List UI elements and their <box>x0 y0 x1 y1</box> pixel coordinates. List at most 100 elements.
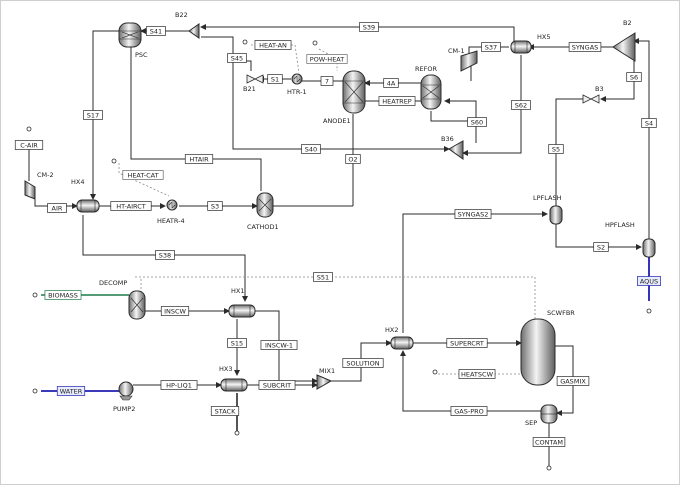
cm2-block[interactable]: CM-2 <box>24 171 54 200</box>
hx1-block[interactable]: HX1 <box>228 287 256 318</box>
stream-label-inscw1: INSCW-1 <box>265 341 293 349</box>
stream-tag-s39[interactable]: S39 <box>359 22 379 32</box>
stream-tag-subcrit[interactable]: SUBCRIT <box>258 380 296 390</box>
stream-tag-s7[interactable]: 7 <box>320 76 334 86</box>
hpflash-block[interactable]: HPFLASH <box>605 221 656 258</box>
refor-label: REFOR <box>415 65 437 73</box>
cathod1-block[interactable]: CATHOD1 <box>247 192 279 231</box>
stream-tag-s4a[interactable]: 4A <box>383 78 399 88</box>
stream-tag-htairct[interactable]: HT-AIRCT <box>110 201 152 211</box>
stream-tag-powheat[interactable]: POW-HEAT <box>306 54 348 64</box>
hx4-label: HX4 <box>71 178 84 186</box>
htr1-label: HTR-1 <box>287 88 307 96</box>
b2-block[interactable]: B2 <box>612 19 636 62</box>
stream-tag-s17[interactable]: S17 <box>83 110 103 120</box>
stream-label-heatscw: HEATSCW <box>461 370 494 378</box>
mix1-block[interactable]: MIX1 <box>316 367 335 390</box>
stream-label-s2: S2 <box>597 243 605 251</box>
stream-tag-heatcat[interactable]: HEAT-CAT <box>122 170 164 180</box>
stream-label-contam: CONTAM <box>535 438 563 446</box>
lpflash-block[interactable]: LPFLASH <box>533 194 563 225</box>
stream-tag-s45[interactable]: S45 <box>227 53 247 63</box>
stream-tag-s37[interactable]: S37 <box>481 42 501 52</box>
stream-tag-s2[interactable]: S2 <box>593 242 609 252</box>
cm1-block[interactable]: CM-1 <box>448 47 478 72</box>
heatr4-block[interactable]: HEATR-4 <box>157 199 185 225</box>
stream-label-s5: S5 <box>552 145 560 153</box>
b3-block[interactable]: B3 <box>582 85 604 104</box>
stream-tag-s40[interactable]: S40 <box>301 144 321 154</box>
hx3-block[interactable]: HX3 <box>219 365 248 392</box>
sep-block[interactable]: SEP <box>525 404 558 427</box>
stream-tag-inscw[interactable]: INSCW <box>160 306 190 316</box>
stream-tag-s51[interactable]: S51 <box>313 272 333 282</box>
stream-label-o2: O2 <box>348 155 357 163</box>
stream-label-heatan: HEAT-AN <box>259 41 287 49</box>
stream-tag-s15[interactable]: S15 <box>227 338 247 348</box>
stream-tag-s38[interactable]: S38 <box>155 250 175 260</box>
stream-label-syngas: SYNGAS <box>572 43 599 51</box>
stream-tag-s6[interactable]: S6 <box>626 72 642 82</box>
stream-tag-hpliq1[interactable]: HP-LIQ1 <box>160 380 198 390</box>
pump2-block[interactable]: PUMP2 <box>113 381 135 413</box>
stream-tag-solution[interactable]: SOLUTION <box>342 358 384 368</box>
stream-tag-heatan[interactable]: HEAT-AN <box>254 40 292 50</box>
stream-tag-syngas[interactable]: SYNGAS <box>568 42 602 52</box>
stream-tag-s60[interactable]: S60 <box>467 117 487 127</box>
stream-tag-water[interactable]: WATER <box>56 386 86 396</box>
anode1-block[interactable]: ANODE1 <box>323 70 366 125</box>
b36-block[interactable]: B36 <box>441 135 464 160</box>
stream-tag-gasmix[interactable]: GASMIX <box>556 376 590 386</box>
stream-label-stack: STACK <box>215 407 236 415</box>
stream-tag-aqus[interactable]: AQUS <box>637 276 661 286</box>
stream-label-s39: S39 <box>363 23 375 31</box>
stream-tag-htair[interactable]: HTAIR <box>184 154 214 164</box>
refor-block[interactable]: REFOR <box>415 65 442 110</box>
stream-tag-stack[interactable]: STACK <box>210 406 240 416</box>
stream-label-htairct: HT-AIRCT <box>116 202 146 210</box>
decomp-block[interactable]: DECOMP <box>99 279 146 320</box>
stream-tag-o2[interactable]: O2 <box>345 154 361 164</box>
stream-label-s3: S3 <box>211 202 219 210</box>
hx4-block[interactable]: HX4 <box>71 178 100 213</box>
stream-tag-air[interactable]: AIR <box>47 203 67 213</box>
stream-label-s38: S38 <box>159 251 171 259</box>
b22-block[interactable]: B22 <box>175 11 200 39</box>
stream-tag-s3[interactable]: S3 <box>207 201 223 211</box>
hx5-block[interactable]: HX5 <box>510 33 550 54</box>
stream-label-powheat: POW-HEAT <box>310 55 344 63</box>
stream-label-biomass: BIOMASS <box>48 291 78 299</box>
stream-tag-contam[interactable]: CONTAM <box>532 437 566 447</box>
hx3-label: HX3 <box>219 365 232 373</box>
stream-tag-s5[interactable]: S5 <box>548 144 564 154</box>
stream-tag-biomass[interactable]: BIOMASS <box>44 290 82 300</box>
stream-tag-syngas2[interactable]: SYNGAS2 <box>454 209 492 219</box>
stream-tag-inscw1[interactable]: INSCW-1 <box>260 340 298 350</box>
stream-label-syngas2: SYNGAS2 <box>458 210 489 218</box>
pump2-label: PUMP2 <box>113 405 135 413</box>
stream-tag-gaspro[interactable]: GAS-PRO <box>450 406 488 416</box>
scwfbr-block[interactable]: SCWFBR <box>520 309 575 386</box>
stream-tag-cair[interactable]: C-AIR <box>14 140 44 150</box>
psc-label: PSC <box>135 51 148 59</box>
stream-label-s7: 7 <box>325 77 329 85</box>
hx2-block[interactable]: HX2 <box>385 326 414 350</box>
stream-tag-s41[interactable]: S41 <box>146 26 166 36</box>
stream-label-s4: S4 <box>645 119 653 127</box>
stream-tag-supercrt[interactable]: SUPERCRT <box>446 338 488 348</box>
stream-tag-s1[interactable]: S1 <box>267 74 283 84</box>
scwfbr-label: SCWFBR <box>547 309 575 317</box>
stream-label-s1: S1 <box>271 75 279 83</box>
b21-block[interactable]: B21 <box>243 74 264 93</box>
stream-tag-s62[interactable]: S62 <box>511 100 531 110</box>
stream-tag-heatscw[interactable]: HEATSCW <box>458 369 496 379</box>
b22-label: B22 <box>175 11 188 19</box>
htr1-block[interactable]: HTR-1 <box>287 73 307 96</box>
stream-tag-s4[interactable]: S4 <box>641 118 657 128</box>
stream-label-gasmix: GASMIX <box>560 377 586 385</box>
psc-block[interactable]: PSC <box>118 22 148 59</box>
lpflash-label: LPFLASH <box>533 194 562 202</box>
stream-tag-heatrep[interactable]: HEATREP <box>378 96 416 106</box>
stream-label-s45: S45 <box>231 54 243 62</box>
